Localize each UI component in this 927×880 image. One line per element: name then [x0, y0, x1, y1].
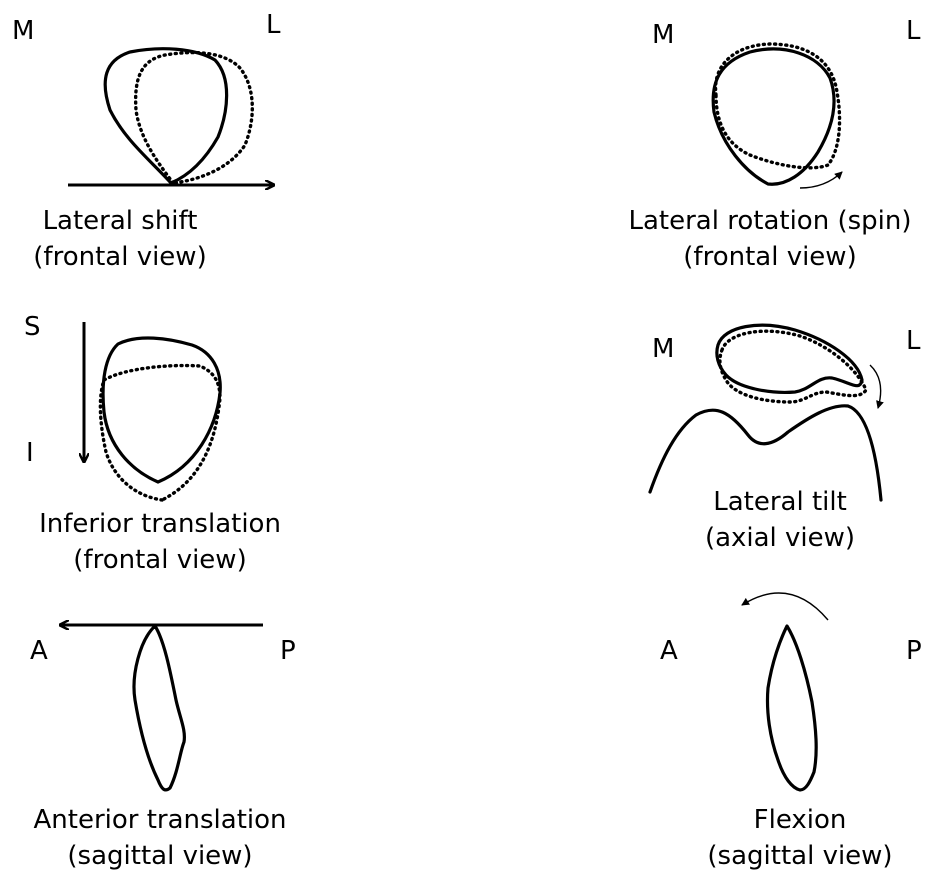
caption-inferior-translation: Inferior translation (frontal view) [20, 506, 300, 578]
caption-view: (frontal view) [615, 239, 925, 275]
lateral-label: L [266, 12, 281, 38]
lateral-tilt-figure [650, 325, 881, 500]
caption-anterior-translation: Anterior translation (sagittal view) [10, 802, 310, 874]
caption-view: (frontal view) [20, 542, 300, 578]
flexion-figure [742, 593, 828, 790]
caption-flexion: Flexion (sagittal view) [690, 802, 910, 874]
rotation-arrow [800, 172, 842, 188]
caption-view: (sagittal view) [10, 838, 310, 874]
flexion-arrow [742, 593, 828, 620]
caption-lateral-shift: Lateral shift (frontal view) [10, 203, 230, 275]
lateral-rotation-figure [713, 44, 842, 188]
inferior-translation-figure [84, 322, 220, 500]
caption-title: Lateral shift [10, 203, 230, 239]
caption-view: (sagittal view) [690, 838, 910, 874]
lateral-shift-figure [68, 49, 274, 185]
patella-sagittal-outline [134, 626, 184, 790]
patella-sagittal-outline [767, 626, 816, 790]
patella-original-outline [105, 49, 226, 183]
superior-label: S [24, 314, 41, 340]
caption-title: Lateral tilt [680, 484, 880, 520]
medial-label: M [12, 18, 34, 44]
caption-view: (axial view) [680, 520, 880, 556]
caption-lateral-tilt: Lateral tilt (axial view) [680, 484, 880, 556]
anterior-label: A [660, 638, 678, 664]
inferior-label: I [26, 440, 34, 466]
posterior-label: P [280, 638, 296, 664]
posterior-label: P [906, 638, 922, 664]
caption-title: Anterior translation [10, 802, 310, 838]
lateral-label: L [906, 328, 921, 354]
caption-title: Lateral rotation (spin) [615, 203, 925, 239]
lateral-label: L [906, 18, 921, 44]
caption-title: Flexion [690, 802, 910, 838]
medial-label: M [652, 22, 674, 48]
patella-original-outline [713, 49, 834, 184]
anterior-label: A [30, 638, 48, 664]
anterior-translation-figure [60, 625, 263, 790]
caption-lateral-rotation: Lateral rotation (spin) (frontal view) [615, 203, 925, 275]
tilt-arrow [870, 365, 881, 408]
caption-title: Inferior translation [20, 506, 300, 542]
caption-view: (frontal view) [10, 239, 230, 275]
medial-label: M [652, 336, 674, 362]
